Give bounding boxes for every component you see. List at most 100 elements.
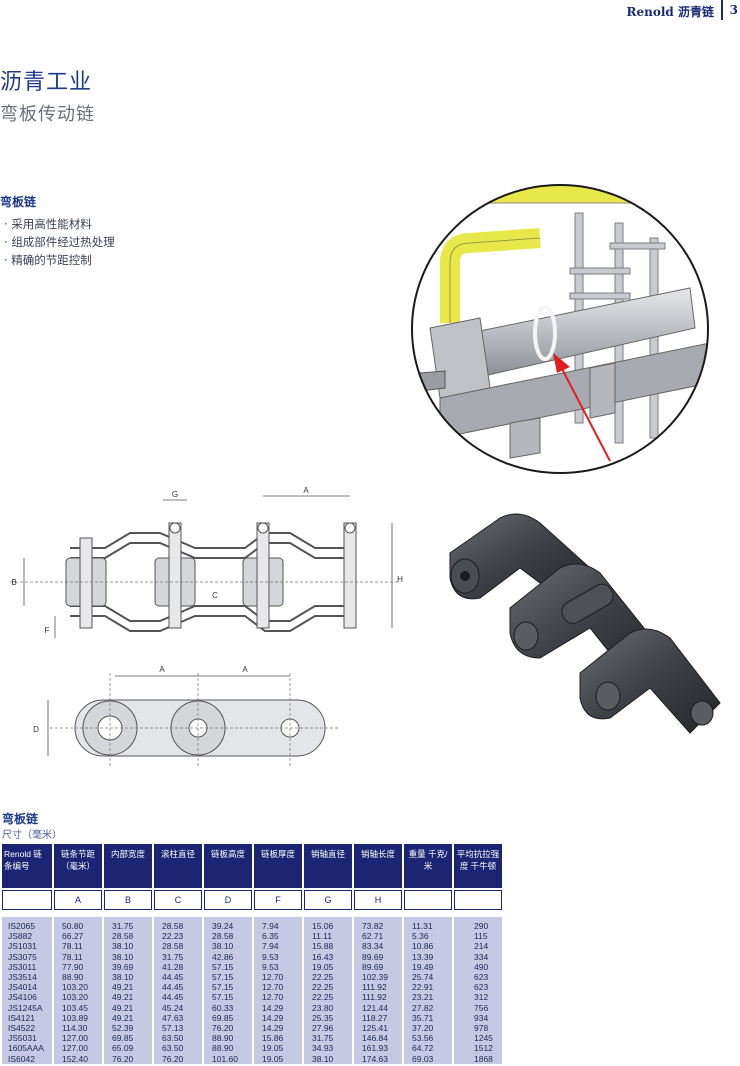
table-cell: 34.93 — [312, 1043, 334, 1054]
table-cell: 19.49 — [412, 961, 434, 972]
table-cell: 35.71 — [412, 1012, 434, 1023]
table-header: 滚柱直径 — [154, 844, 202, 888]
table-cell: 76.20 — [212, 1023, 234, 1034]
page-subtitle: 弯板传动链 — [0, 104, 95, 125]
table-cell: 31.75 — [312, 1033, 334, 1044]
table-cell: 88.90 — [62, 972, 84, 983]
table-cell: 28.58 — [162, 941, 184, 952]
table-cell: 38.10 — [112, 951, 134, 962]
table-cell: 11.11 — [312, 931, 333, 942]
table-cell: 1605AAA — [8, 1043, 44, 1054]
table-cell: 78.11 — [62, 941, 83, 952]
table-cell: 27.96 — [312, 1023, 334, 1034]
table-cell: 15.06 — [312, 921, 334, 931]
table-title: 弯板链 — [2, 812, 39, 826]
table-cell: JS3075 — [8, 951, 37, 962]
table-cell: 50.80 — [62, 921, 84, 931]
table-header-row: Renold 链条编号 链条节距（毫米） 内部宽度 滚柱直径 链板高度 链板厚度… — [2, 844, 502, 888]
table-cell: 101.60 — [212, 1053, 238, 1064]
table-cell: 978 — [474, 1023, 489, 1034]
table-cell: 49.21 — [112, 1002, 134, 1013]
table-cell: 44.45 — [162, 982, 184, 993]
table-cell: 127.00 — [62, 1043, 88, 1054]
dim-label-f: F — [45, 626, 50, 635]
table-cell: 1868 — [474, 1053, 493, 1064]
page-title: 沥青工业 — [0, 70, 93, 95]
table-cell: JS882 — [8, 931, 33, 942]
table-cell: 52.39 — [112, 1023, 134, 1034]
table-cell: 63.50 — [162, 1043, 184, 1054]
table-cell: 161.93 — [362, 1043, 388, 1054]
table-cell: IS4522 — [8, 1023, 35, 1034]
dimension-letter — [404, 890, 452, 910]
feature-item: 组成部件经过热处理 — [4, 233, 115, 251]
table-cell: 39.69 — [112, 961, 134, 972]
table-cell: 57.13 — [162, 1023, 184, 1034]
table-cell: 76.20 — [112, 1053, 134, 1064]
dim-label-h: H — [397, 575, 403, 584]
table-cell: 69.03 — [412, 1053, 434, 1064]
table-cell: 89.69 — [362, 961, 384, 972]
table-cell: 103.20 — [62, 992, 88, 1003]
table-cell: 41.28 — [162, 961, 184, 972]
table-cell: 22.91 — [412, 982, 434, 993]
table-cell: 13.39 — [412, 951, 434, 962]
table-cell: 103.89 — [62, 1012, 88, 1023]
table-cell: 23.80 — [312, 1002, 334, 1013]
table-cell: 69.85 — [212, 1012, 234, 1023]
table-cell: 111.92 — [362, 992, 387, 1003]
dim-label-b: B — [11, 578, 16, 587]
application-illustration — [411, 184, 709, 474]
table-cell: 934 — [474, 1012, 489, 1023]
dim-label-g: G — [172, 490, 178, 499]
chain-dimension-drawing: G A B C F H A A D — [10, 486, 403, 768]
table-cell: JS4014 — [8, 982, 37, 993]
features-list: 采用高性能材料 组成部件经过热处理 精确的节距控制 — [4, 215, 115, 269]
dimension-letter: C — [154, 890, 202, 910]
table-cell: 1512 — [474, 1043, 493, 1054]
table-cell: 25.74 — [412, 972, 434, 983]
dimension-letter: H — [354, 890, 402, 910]
table-cell: 22.23 — [162, 931, 184, 942]
table-cell: 44.45 — [162, 992, 184, 1003]
table-cell: 334 — [474, 951, 489, 962]
header-divider — [721, 0, 723, 20]
table-cell: 12.70 — [262, 972, 284, 983]
table-cell: 14.29 — [262, 1002, 284, 1013]
table-cell: 62.71 — [362, 931, 384, 942]
table-cell: 1245 — [474, 1033, 493, 1044]
table-cell: 22.25 — [312, 972, 334, 983]
table-cell: 12.70 — [262, 992, 284, 1003]
chain-photo — [449, 513, 721, 734]
table-cell: 57.15 — [212, 992, 234, 1003]
table-cell: 490 — [474, 961, 489, 972]
table-cell: 15.86 — [262, 1033, 284, 1044]
table-cell: 28.58 — [212, 931, 234, 942]
dim-label-c: C — [212, 591, 218, 600]
table-cell: 44.45 — [162, 972, 184, 983]
table-cell: 23.21 — [412, 992, 434, 1003]
table-header: 销轴直径 — [304, 844, 352, 888]
dimension-letter — [454, 890, 502, 910]
table-cell: 19.05 — [262, 1043, 284, 1054]
table-cell: 12.70 — [262, 982, 284, 993]
table-cell: 57.15 — [212, 972, 234, 983]
feature-item: 精确的节距控制 — [4, 251, 115, 269]
table-cell: 60.33 — [212, 1002, 234, 1013]
page-number: 3 — [729, 3, 738, 17]
table-cell: 174.63 — [362, 1053, 388, 1064]
dimension-letter: A — [54, 890, 102, 910]
table-cell: 22.25 — [312, 982, 334, 993]
table-cell: 16.43 — [312, 951, 334, 962]
table-cell: 83.34 — [362, 941, 384, 952]
page-header: Renold 沥青链 3 — [0, 0, 740, 20]
table-cell: 103.45 — [62, 1002, 88, 1013]
table-cell: 10.86 — [412, 941, 434, 952]
table-cell: 9.53 — [262, 961, 279, 972]
